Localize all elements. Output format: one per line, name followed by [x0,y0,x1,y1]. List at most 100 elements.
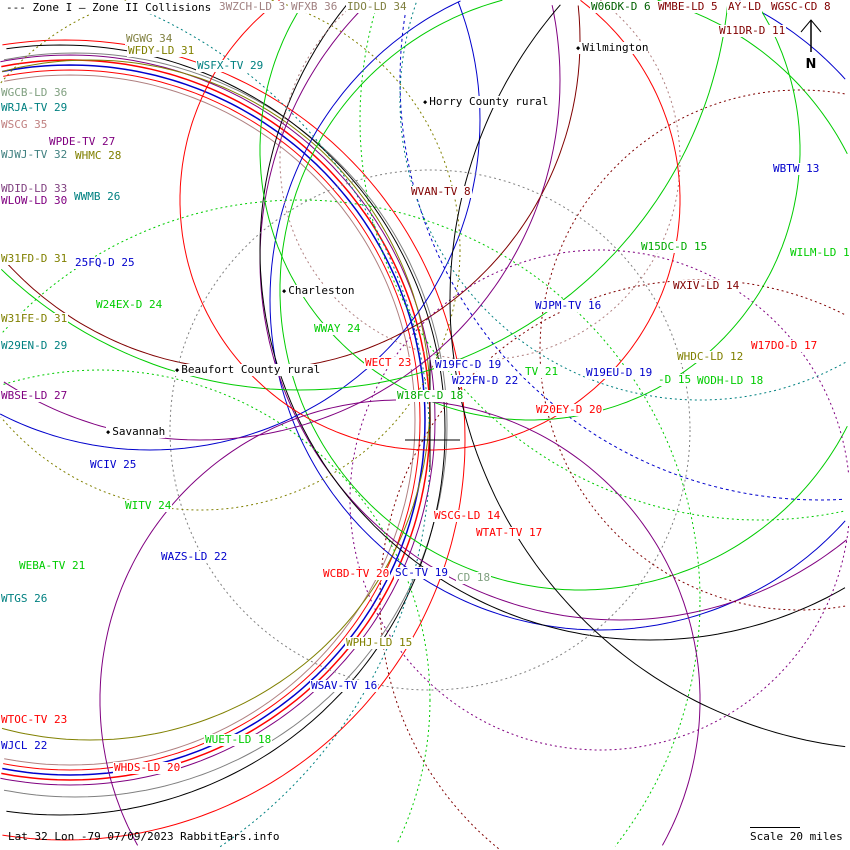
station-label: W19EU-D 19 [585,366,654,379]
coverage-arc [6,44,446,431]
city-marker: Beaufort County rural [175,364,321,376]
station-label: WTAT-TV 17 [475,526,544,539]
station-label: W11DR-D 11 [718,24,787,37]
coverage-arc [0,0,129,84]
city-marker: Horry County rural [423,96,549,108]
coverage-arc [271,0,461,250]
station-label: WGSC-CD 8 [770,0,832,13]
station-label: WGWG 34 [125,32,174,45]
coverage-arc [359,2,844,521]
station-label: 3WZCH-LD 3 [218,0,287,13]
coverage-arc [0,39,581,371]
station-label: W24EX-D 24 [95,298,164,311]
station-label: CD 18 [456,571,492,584]
station-label: WWMB 26 [73,190,122,203]
city-marker: Savannah [106,426,166,438]
station-label: -D 15 [657,373,693,386]
station-label: W18FC-D 18 [396,389,465,402]
scale-label: Scale 20 miles [750,830,843,843]
station-label: WHMC 28 [74,149,123,162]
coverage-arc [396,699,431,845]
coverage-arc [399,7,843,501]
station-label: WPDE-TV 27 [48,135,117,148]
station-label: W31FD-D 31 [0,252,69,265]
station-label: WSAV-TV 16 [310,679,379,692]
station-label: WBTW 13 [772,162,821,175]
coverage-arc [0,250,461,511]
coverage-arc [6,429,446,816]
coverage-arc [2,419,426,776]
coverage-arc [218,449,431,849]
coverage-arc [661,700,701,846]
coverage-arc [259,2,801,421]
coverage-arc [179,0,681,451]
station-label: WJWJ-TV 32 [0,148,69,161]
station-label: W22FN-D 22 [451,374,520,387]
station-label: WJCL 22 [0,739,49,752]
coverage-arc [577,5,581,41]
station-label: W15DC-D 15 [640,240,709,253]
station-label: 25FQ-D 25 [74,256,136,269]
station-label: SC-TV 19 [394,566,449,579]
coverage-arc [0,419,436,786]
station-label: WCIV 25 [89,458,138,471]
coverage-arc [2,439,466,841]
coverage-arc [1,59,431,401]
coverage-arc [580,0,681,200]
station-label: WILM-LD 15 [789,247,850,259]
station-label: WTGS 26 [0,592,49,605]
station-label: WSFX-TV 29 [196,59,265,72]
coverage-arc [1,59,431,421]
station-label: W17DO-D 17 [750,339,819,352]
station-label: W19FC-D 19 [434,358,503,371]
station-label: WSCG 35 [0,118,49,131]
coverage-arc [279,0,848,591]
station-label: WUET-LD 18 [204,733,273,746]
station-label: WGCB-LD 36 [0,86,69,99]
station-label: IDO-LD 34 [346,0,408,13]
station-label: WITV 24 [124,499,173,512]
city-marker: Charleston [282,285,355,297]
station-label: WSCG-LD 14 [433,509,502,522]
coverage-arc [2,64,426,421]
coverage-arc [614,599,701,847]
coverage-arc [600,0,681,160]
station-label: WODH-LD 18 [696,374,765,387]
station-label: WDID-LD 33 [0,182,69,195]
station-label: WECT 23 [364,356,413,369]
station-label: AY-LD [727,0,763,13]
coverage-arc [3,369,431,701]
coverage-arc [399,2,846,401]
coverage-arc [4,419,416,766]
station-label: WBSE-LD 27 [0,389,69,402]
station-label: W31FE-D 31 [0,312,69,325]
station-label: TV 21 [524,365,560,378]
coverage-arc [2,199,701,601]
coverage-arc [259,4,846,641]
coverage-arc [269,0,846,631]
coverage-arc [0,119,481,451]
coverage-arc [279,0,681,361]
coverage-arc [349,249,850,751]
station-label: WCBD-TV 20 [322,567,391,580]
station-label: W06DK-D 6 [590,0,652,13]
scale-bar [750,827,800,828]
station-label: WHDC-LD 12 [676,350,745,363]
station-label: WMBE-LD 5 [657,0,719,13]
coverage-arc [657,0,848,155]
city-marker: Wilmington [576,42,649,54]
coverage-arc [1,399,431,741]
station-label: WJPM-TV 16 [534,299,603,312]
coverage-arc [99,399,701,846]
station-label: WVAN-TV 8 [410,185,472,198]
station-label: WFDY-LD 31 [127,44,196,57]
coverage-arc [169,169,691,691]
coverage-arc [551,5,561,81]
coverage-arc [2,39,466,441]
station-label: WHDS-LD 20 [113,761,182,774]
station-label: WLOW-LD 30 [0,194,69,207]
coverage-arc [121,1,431,451]
coverage-arc [3,419,421,771]
